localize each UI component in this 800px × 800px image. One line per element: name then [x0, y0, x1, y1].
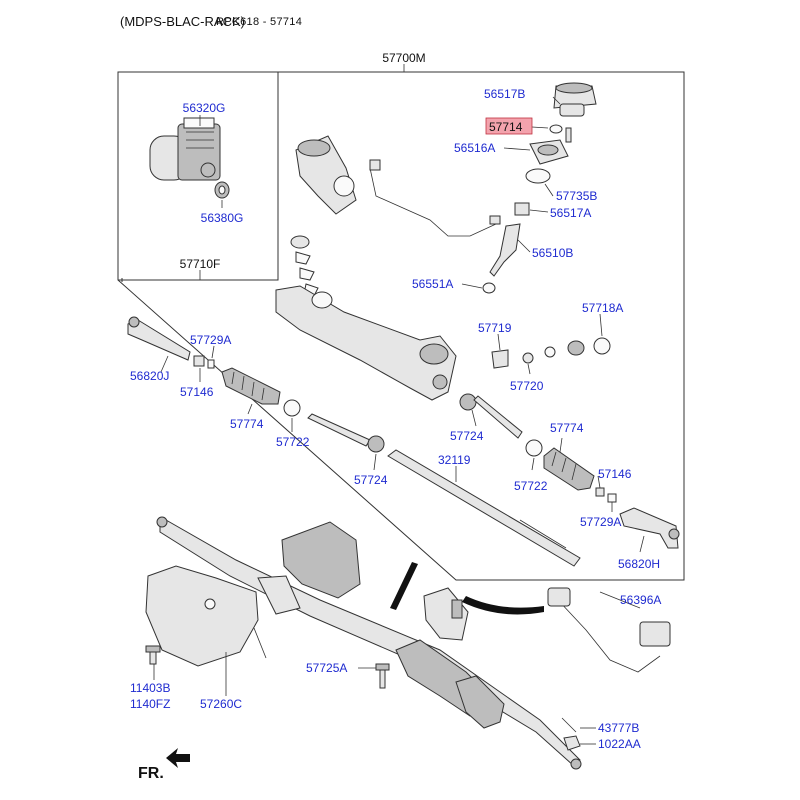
label-front: FR. [138, 765, 164, 782]
label-57146-right[interactable]: 57146 [598, 467, 632, 481]
label-57725a[interactable]: 57725A [306, 661, 347, 675]
rack-housing-upper[interactable] [275, 285, 457, 401]
label-57710f: 57710F [180, 257, 221, 271]
label-11403b[interactable]: 11403B [130, 681, 170, 695]
boot-57774-left[interactable] [221, 367, 281, 405]
title-text: (MDPS-BLAC-RACK) [120, 14, 245, 29]
label-57260c[interactable]: 57260C [200, 697, 242, 711]
label-56516a[interactable]: 56516A [454, 141, 495, 155]
label-57700m: 57700M [382, 51, 425, 65]
rack-bar-32119[interactable] [387, 449, 581, 567]
ring-56380g[interactable] [214, 181, 230, 199]
label-56320g[interactable]: 56320G [183, 101, 226, 115]
main-assembly-frame [117, 71, 685, 581]
label-57729a-right[interactable]: 57729A [580, 515, 621, 529]
label-1140fz[interactable]: 1140FZ [130, 697, 170, 711]
label-56517a[interactable]: 56517A [550, 206, 591, 220]
gear-housing-top[interactable] [295, 135, 357, 215]
connector-arrow [462, 596, 544, 615]
label-57720[interactable]: 57720 [510, 379, 544, 393]
oring-57735b[interactable] [525, 168, 551, 184]
nut-1022aa[interactable] [563, 735, 581, 751]
tie-rod-end-56820j[interactable] [127, 316, 191, 361]
label-57735b[interactable]: 57735B [556, 189, 597, 203]
spring-57720[interactable] [522, 352, 534, 364]
label-57722-left[interactable]: 57722 [276, 435, 310, 449]
label-56517b[interactable]: 56517B [484, 87, 525, 101]
label-57724-left[interactable]: 57724 [354, 473, 388, 487]
oring-57722-left[interactable] [283, 399, 301, 417]
front-direction-arrow-icon [166, 748, 190, 768]
assembled-rack[interactable] [156, 516, 582, 770]
label-1022aa[interactable]: 1022AA [598, 737, 641, 751]
bolt-57725a[interactable] [375, 663, 390, 689]
diagram-title: (MDPS-BLAC-RACK) RPC618 - 57714 [120, 14, 302, 29]
oring-57722-right[interactable] [525, 439, 543, 457]
clip-57729a-right[interactable] [607, 493, 617, 503]
motor-56320g[interactable] [149, 117, 221, 181]
label-56551a[interactable]: 56551A [412, 277, 453, 291]
label-57774-right[interactable]: 57774 [550, 421, 584, 435]
split-pin-43777b[interactable] [561, 717, 577, 733]
washer-small[interactable] [544, 346, 556, 358]
pinion-56510b[interactable] [489, 223, 521, 277]
harness-56396a[interactable] [547, 587, 671, 673]
yoke-57719[interactable] [491, 349, 509, 369]
spring-cluster[interactable] [290, 235, 319, 297]
label-57729a-left[interactable]: 57729A [190, 333, 231, 347]
label-57714-highlight [485, 117, 533, 135]
oring-57714[interactable] [549, 124, 563, 134]
inner-tie-rod-57724-left[interactable] [307, 413, 385, 453]
adjuster-57720-cup[interactable] [567, 340, 585, 356]
label-56820h[interactable]: 56820H [618, 557, 660, 571]
label-56396a[interactable]: 56396A [620, 593, 661, 607]
label-57718a[interactable]: 57718A [582, 301, 623, 315]
bolt-11403b[interactable] [145, 645, 161, 665]
connector-curve [390, 562, 418, 610]
nut-57146-right[interactable] [595, 487, 605, 497]
bushing-56517a[interactable] [514, 202, 530, 216]
inner-tie-rod-57724-right[interactable] [459, 393, 523, 439]
bolt-57714[interactable] [565, 127, 572, 143]
clip-57729a-left[interactable] [207, 359, 215, 369]
cap-56517b[interactable] [553, 82, 597, 117]
boot-57774-right[interactable] [543, 447, 595, 491]
label-57724-right[interactable]: 57724 [450, 429, 484, 443]
label-56820j[interactable]: 56820J [130, 369, 169, 383]
seal-56551a[interactable] [482, 282, 496, 294]
label-57722-right[interactable]: 57722 [514, 479, 548, 493]
label-57719[interactable]: 57719 [478, 321, 512, 335]
sub-assembly-frame [118, 72, 279, 281]
label-56510b[interactable]: 56510B [532, 246, 573, 260]
label-57774-left[interactable]: 57774 [230, 417, 264, 431]
label-32119[interactable]: 32119 [438, 453, 471, 467]
label-57714[interactable]: 57714 [489, 120, 523, 134]
tie-rod-end-56820h[interactable] [619, 507, 680, 549]
label-57146-left[interactable]: 57146 [180, 385, 214, 399]
subtitle-text: RPC618 - 57714 [216, 16, 303, 28]
label-56380g[interactable]: 56380G [201, 211, 244, 225]
housing-56516a[interactable] [529, 139, 569, 165]
ring-57718a[interactable] [593, 337, 611, 355]
nut-57146-left[interactable] [193, 355, 205, 367]
harness-top [369, 159, 501, 237]
bracket-57260c[interactable] [145, 565, 259, 667]
label-43777b[interactable]: 43777B [598, 721, 639, 735]
